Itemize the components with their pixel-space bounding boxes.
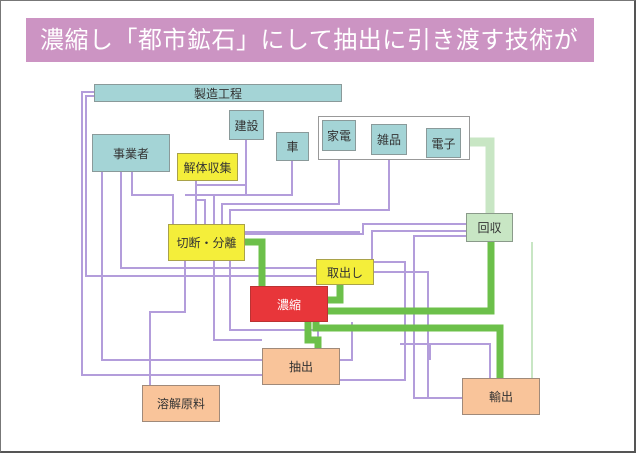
main-flow-line-1: [328, 285, 344, 304]
node-electronics[interactable]: 電子: [426, 128, 461, 158]
node-recovery[interactable]: 回収: [466, 213, 513, 242]
slide-title: 濃縮し「都市鉱石」にして抽出に引き渡す技術が鍵: [26, 18, 594, 98]
flow-line-3: [120, 172, 316, 269]
flow-line-1: [85, 95, 316, 277]
flow-line-0: [81, 91, 262, 376]
flow-line-2: [101, 172, 262, 361]
flow-line-15: [149, 261, 186, 385]
node-concentrate[interactable]: 濃縮: [250, 286, 328, 322]
node-dissolve-material[interactable]: 溶解原料: [142, 385, 220, 422]
node-dismantle-collect[interactable]: 解体収集: [177, 153, 238, 181]
main-flow-line-4: [312, 322, 504, 378]
flow-line-20: [340, 261, 406, 381]
flow-line-8: [213, 161, 293, 224]
flow-line-7: [195, 181, 206, 224]
flow-line-21: [429, 343, 491, 378]
flow-line-12: [371, 230, 466, 259]
node-appliances[interactable]: 家電: [322, 120, 356, 151]
node-export[interactable]: 輸出: [462, 378, 540, 415]
flow-line-13: [413, 235, 466, 399]
node-construction[interactable]: 建設: [229, 110, 264, 140]
node-manufacturing[interactable]: 製造工程: [94, 84, 342, 102]
flow-line-16: [213, 261, 262, 341]
main-flow-line-2: [328, 242, 495, 315]
electronics-to-recovery-flow: [461, 137, 495, 213]
flow-line-18: [374, 271, 429, 398]
flow-line-9: [221, 151, 340, 224]
flow-line-6: [195, 140, 247, 224]
flow-line-4: [131, 172, 174, 224]
node-business[interactable]: 事業者: [92, 134, 170, 172]
node-take-out[interactable]: 取出し: [316, 259, 374, 285]
main-flow-line-0: [245, 238, 266, 286]
main-flow-line-3: [304, 322, 322, 348]
node-goods[interactable]: 雑品: [371, 124, 407, 155]
node-car[interactable]: 車: [276, 132, 309, 161]
node-extract[interactable]: 抽出: [262, 348, 340, 385]
node-cut-separate[interactable]: 切断・分離: [168, 224, 245, 261]
flow-line-19: [340, 322, 353, 361]
flow-line-10: [229, 155, 390, 224]
